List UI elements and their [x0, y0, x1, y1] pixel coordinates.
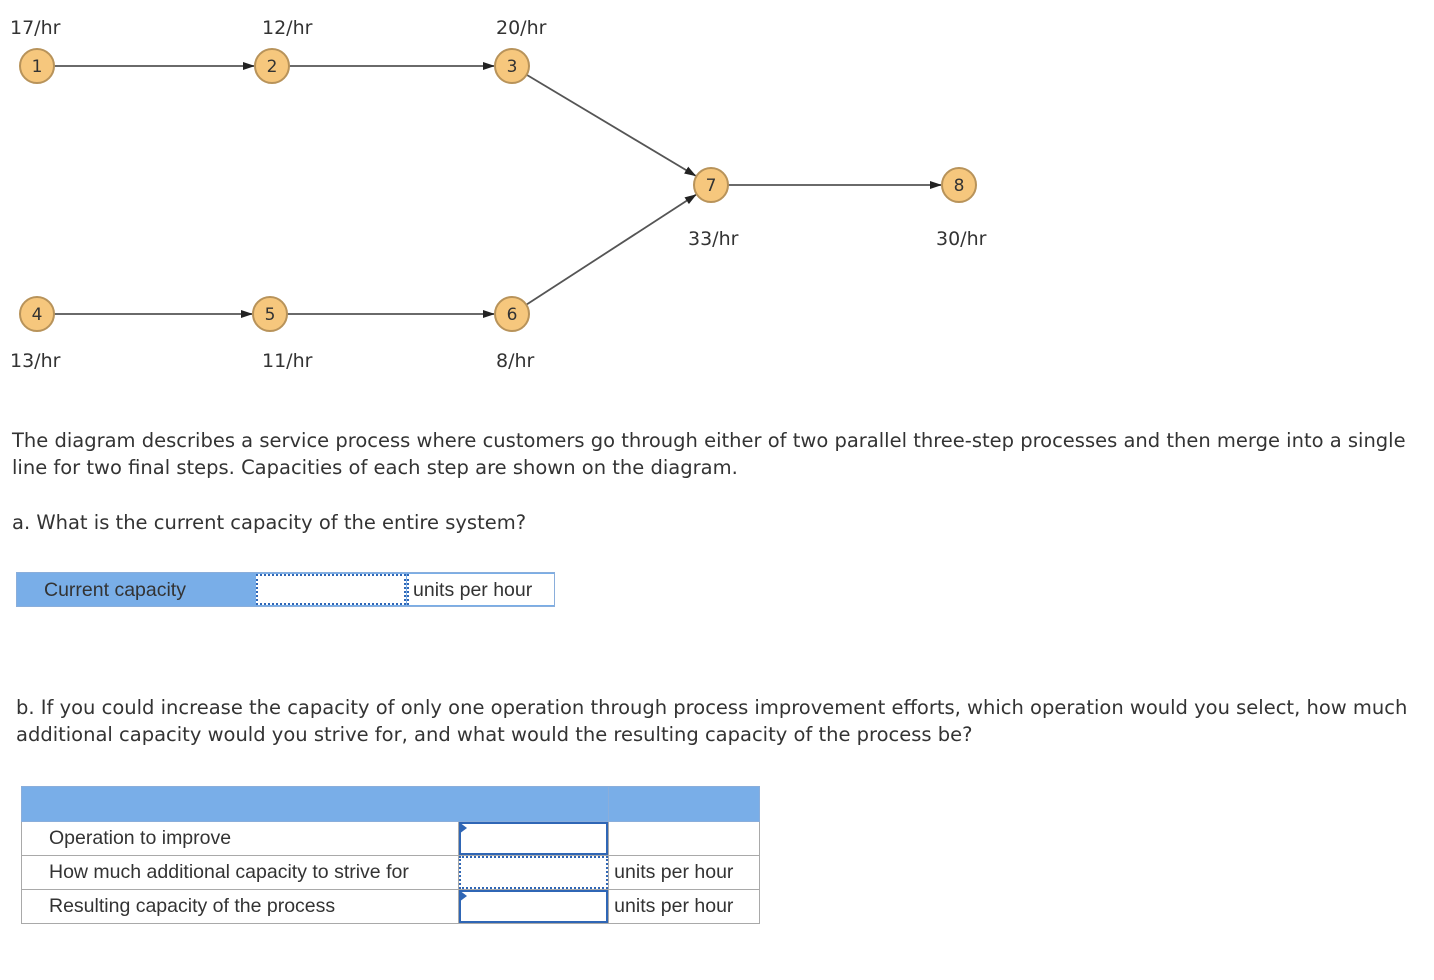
- table-row: Resulting capacity of the process units …: [20, 889, 760, 924]
- operation-to-improve-select[interactable]: [459, 822, 609, 855]
- node-circle: [254, 48, 290, 84]
- additional-capacity-input[interactable]: [459, 856, 609, 889]
- node-7-rate-label: 33/hr: [688, 228, 739, 250]
- table-header-cell-unit: [608, 786, 760, 822]
- node-number: 3: [507, 57, 518, 77]
- node-circle: [494, 296, 530, 332]
- node-number: 1: [32, 57, 43, 77]
- edge-3-to-7: [526, 73, 697, 177]
- node-6-rate-label: 8/hr: [496, 350, 535, 372]
- node-number: 7: [706, 176, 717, 196]
- improvement-table: Operation to improve How much additional…: [20, 786, 760, 924]
- description-text: The diagram describes a service process …: [12, 429, 1406, 479]
- current-capacity-row: Current capacity units per hour: [16, 572, 555, 607]
- question-a: a. What is the current capacity of the e…: [12, 511, 527, 534]
- node-3: 3: [494, 48, 530, 84]
- node-1: 1: [19, 48, 55, 84]
- node-circle: [19, 48, 55, 84]
- node-1-rate-label: 17/hr: [10, 17, 61, 39]
- current-capacity-label: Current capacity: [44, 579, 186, 601]
- additional-capacity-label: How much additional capacity to strive f…: [20, 855, 460, 890]
- node-5: 5: [252, 296, 288, 332]
- resulting-capacity-select[interactable]: [459, 890, 609, 923]
- node-2-rate-label: 12/hr: [262, 17, 313, 39]
- current-capacity-unit: units per hour: [407, 574, 554, 605]
- edges-layer: [54, 62, 942, 318]
- resulting-capacity-unit: units per hour: [608, 889, 760, 924]
- node-circle: [252, 296, 288, 332]
- table-header-cell: [20, 786, 610, 822]
- node-4: 4: [19, 296, 55, 332]
- current-capacity-input[interactable]: [256, 574, 406, 605]
- resulting-capacity-label: Resulting capacity of the process: [20, 889, 460, 924]
- node-8: 8: [941, 167, 977, 203]
- node-circle: [494, 48, 530, 84]
- process-flow-diagram: 1 17/hr 2 12/hr 3 20/hr 4 13/hr 5 11/hr 6 8/hr 7 33/h…: [10, 17, 987, 372]
- edge-6-to-7: [525, 194, 697, 306]
- dropdown-flag-icon: [459, 890, 468, 902]
- additional-capacity-unit: units per hour: [608, 855, 760, 890]
- node-circle: [19, 296, 55, 332]
- node-circle: [693, 167, 729, 203]
- additional-capacity-cell: [458, 855, 610, 890]
- dropdown-flag-icon: [459, 822, 468, 834]
- question-b: b. If you could increase the capacity of…: [16, 696, 1408, 746]
- operation-to-improve-unit: [608, 821, 760, 856]
- node-number: 6: [507, 305, 518, 325]
- node-number: 4: [32, 305, 43, 325]
- node-8-rate-label: 30/hr: [936, 228, 987, 250]
- node-4-rate-label: 13/hr: [10, 350, 61, 372]
- table-row: How much additional capacity to strive f…: [20, 855, 760, 890]
- table-header-row: [20, 786, 760, 822]
- nodes-layer: 1 17/hr 2 12/hr 3 20/hr 4 13/hr 5 11/hr 6 8/hr 7 33/h…: [10, 17, 987, 372]
- node-7: 7: [693, 167, 729, 203]
- operation-to-improve-cell: [458, 821, 610, 856]
- operation-to-improve-label: Operation to improve: [20, 821, 460, 856]
- table-row: Operation to improve: [20, 821, 760, 856]
- node-number: 8: [954, 176, 965, 196]
- node-5-rate-label: 11/hr: [262, 350, 313, 372]
- node-3-rate-label: 20/hr: [496, 17, 547, 39]
- node-number: 5: [265, 305, 276, 325]
- node-6: 6: [494, 296, 530, 332]
- node-circle: [941, 167, 977, 203]
- node-2: 2: [254, 48, 290, 84]
- resulting-capacity-cell: [458, 889, 610, 924]
- node-number: 2: [267, 57, 278, 77]
